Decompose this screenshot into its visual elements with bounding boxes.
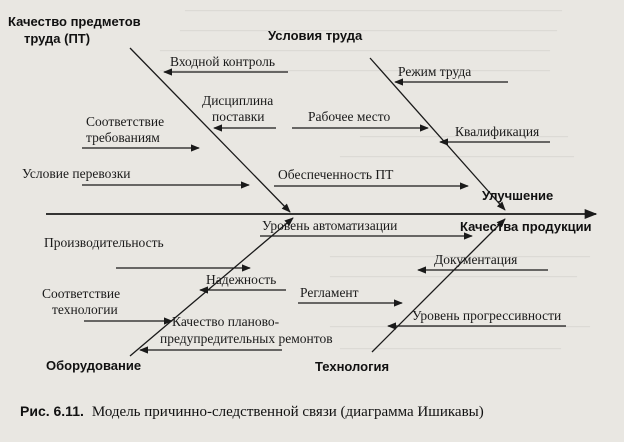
cause-discipline-line1: Дисциплина bbox=[202, 93, 273, 108]
cause-pt-supply: Обеспеченность ПТ bbox=[278, 167, 394, 182]
cause-tech-compliance-line1: Соответствие bbox=[42, 286, 120, 301]
cause-compliance-line2: требованиям bbox=[86, 130, 160, 145]
cause-progressiveness: Уровень прогрессивности bbox=[412, 308, 561, 323]
cause-productivity: Производительность bbox=[44, 235, 164, 250]
figure-caption: Рис. 6.11. Модель причинно-следственной … bbox=[20, 403, 484, 420]
category-materials-line2: труда (ПТ) bbox=[24, 31, 90, 46]
svg-text:—————————————————: ————————————————— bbox=[339, 340, 562, 355]
cause-maintenance-line1: Качество планово- bbox=[172, 314, 280, 329]
bone-equipment bbox=[129, 217, 294, 357]
svg-text:—————————————————————————————: ————————————————————————————— bbox=[179, 22, 558, 37]
svg-text:————————————————: ———————————————— bbox=[359, 128, 569, 143]
cause-compliance-line1: Соответствие bbox=[86, 114, 164, 129]
svg-text:————————————————————: ———————————————————— bbox=[329, 248, 591, 263]
cause-qualification: Квалификация bbox=[455, 124, 539, 139]
caption-number: Рис. 6.11. bbox=[20, 403, 84, 419]
bone-technology bbox=[371, 218, 506, 353]
bone-conditions bbox=[369, 57, 506, 211]
cause-regulation: Регламент bbox=[300, 285, 359, 300]
svg-text:——————————————————————————————: —————————————————————————————— bbox=[159, 42, 551, 57]
svg-text:—————————————————————————————: ————————————————————————————— bbox=[184, 2, 563, 17]
cause-transport: Условие перевозки bbox=[22, 166, 131, 181]
cause-work-mode: Режим труда bbox=[398, 64, 471, 79]
cause-reliability: Надежность bbox=[206, 272, 276, 287]
cause-discipline-line2: поставки bbox=[212, 109, 265, 124]
cause-automation: Уровень автоматизации bbox=[262, 218, 397, 233]
category-equipment: Оборудование bbox=[46, 358, 141, 373]
cause-maintenance-line2: предупредительных ремонтов bbox=[160, 331, 333, 346]
cause-tech-compliance-line2: технологии bbox=[52, 302, 118, 317]
caption-text: Модель причинно-следственной связи (диаг… bbox=[92, 404, 484, 420]
category-technology: Технология bbox=[315, 359, 389, 374]
effect-line1: Улучшение bbox=[482, 188, 553, 203]
cause-incoming-control: Входной контроль bbox=[170, 54, 275, 69]
bone-materials bbox=[129, 47, 291, 213]
category-conditions: Условия труда bbox=[268, 28, 363, 43]
cause-workplace: Рабочее место bbox=[308, 109, 391, 124]
effect-line2: Качества продукции bbox=[460, 219, 592, 234]
svg-text:——————————————————————————————: —————————————————————————————— bbox=[159, 62, 551, 77]
category-materials-line1: Качество предметов bbox=[8, 14, 141, 29]
svg-text:———————————————————: ——————————————————— bbox=[329, 268, 578, 283]
cause-documentation: Документация bbox=[434, 252, 517, 267]
